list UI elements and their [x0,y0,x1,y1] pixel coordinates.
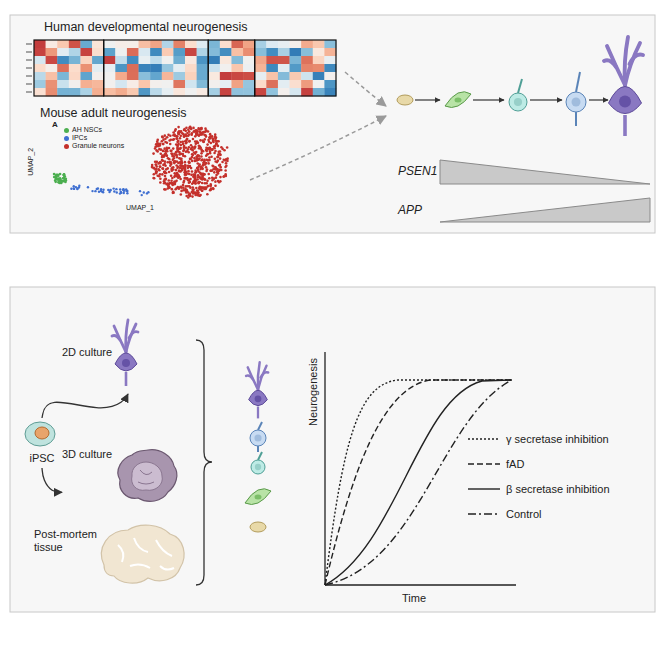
legend-label: Granule neurons [72,142,124,150]
node-label: 3D culture [62,448,182,461]
curve-fad [325,380,512,585]
input-arrow [250,116,386,180]
legend-item: β secretase inhibition [468,483,610,496]
legend-item: γ secretase inhibition [468,433,609,446]
legend-label: AH NSCs [72,126,102,134]
bracket [196,340,212,585]
node-label: Mouse adult neurogenesis [40,106,248,120]
heatmap [26,40,336,96]
heatmap-panel: Human developmental neurogenesis [20,18,344,98]
cell-source: iPSC [16,418,68,468]
curve-control [325,381,510,585]
node-label: Human developmental neurogenesis [44,20,344,34]
node-label: Post-mortem tissue [34,528,104,553]
legend-item: Granule neurons [64,142,124,150]
cell-progression [397,37,643,136]
connector-arrow [42,394,128,418]
tissue-box: Post-mortem tissue [30,520,186,590]
culture-box: 3D culture [62,444,182,506]
axis-label: Time [402,592,426,604]
psen1-gradient [440,160,650,184]
gene-label: PSEN1 [398,165,437,178]
legend-item: AH NSCs [64,126,102,134]
chart [325,352,516,585]
legend-item: fAD [468,458,524,471]
organoid [118,450,177,502]
panel-letter: A [52,121,58,130]
legend-swatch [64,128,69,133]
axis-label: UMAP_1 [126,204,154,212]
legend-swatch [64,136,69,141]
legend-item: Control [468,508,541,521]
top-panel [10,15,655,233]
legend-line-sample [468,510,500,518]
curve-beta [325,380,512,585]
axis-label: UMAP_2 [27,148,35,176]
culture-box: 2D culture [62,326,162,394]
gene-label: APP [398,204,422,217]
legend-item: IPCs [64,134,87,142]
node-label: iPSC [16,452,68,465]
bottom-panel [10,287,655,612]
legend-label: β secretase inhibition [506,483,610,496]
ipsc-cell [25,422,55,446]
legend-label: γ secretase inhibition [506,433,609,446]
cell-stages [245,362,271,532]
legend-label: Control [506,508,541,521]
axis-label: Neurogenesis [307,358,319,426]
legend-label: fAD [506,458,524,471]
app-gradient [440,198,650,222]
legend-line-sample [468,460,500,468]
curve-gamma [325,380,512,585]
input-arrow [345,72,386,106]
legend-swatch [64,144,69,149]
legend-line-sample [468,485,500,493]
node-label: 2D culture [62,346,162,359]
legend-label: IPCs [72,134,87,142]
cultured-neuron [112,320,138,386]
umap-plot [53,125,229,198]
connector-arrow [42,468,62,492]
legend-line-sample [468,435,500,443]
brain [101,525,184,583]
